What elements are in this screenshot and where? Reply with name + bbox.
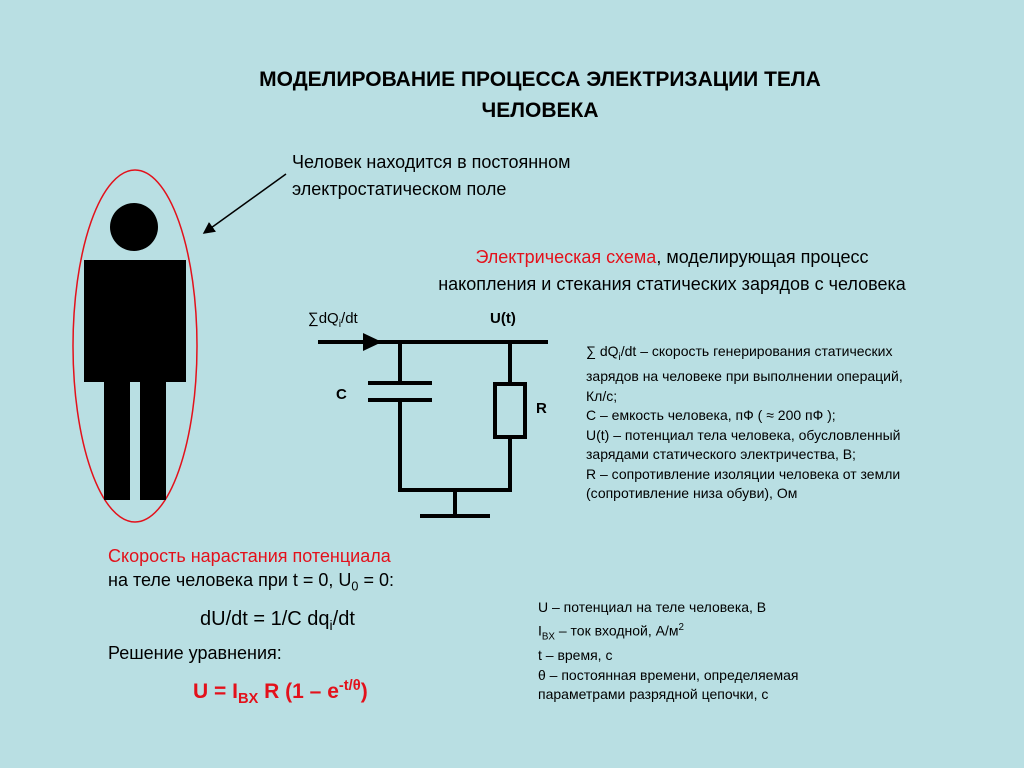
title-line-1: МОДЕЛИРОВАНИЕ ПРОЦЕССА ЭЛЕКТРИЗАЦИИ ТЕЛА <box>259 68 821 91</box>
legend-line-1-sub: i <box>618 351 621 363</box>
input-label-prefix: ∑dQ <box>308 310 339 327</box>
legend2-line-2-sup: 2 <box>678 621 684 633</box>
input-arrow-icon <box>363 333 382 351</box>
input-label-suffix: /dt <box>341 310 358 327</box>
legend2-line-2-sub: BX <box>541 630 555 642</box>
capacitor-label: C <box>336 386 347 403</box>
legend-line-1-prefix: ∑ dQ <box>586 343 619 359</box>
equation-solution-sup: -t/θ <box>338 678 361 694</box>
legend-line-5: U(t) – потенциал тела человека, обусловл… <box>586 426 901 443</box>
legend-line-2: зарядов на человеке при выполнении опера… <box>586 368 903 385</box>
legend2-line-2-prefix: I <box>538 622 542 639</box>
solution-label: Решение уравнения: <box>108 643 282 663</box>
pointer-arrow <box>202 173 287 234</box>
legend2-line-2: IBX – ток входной, А/м2 <box>538 618 938 647</box>
legend2-line-2-suffix: – ток входной, А/м <box>554 622 679 639</box>
rate-line-2-suffix: = 0: <box>358 570 394 590</box>
equation-rate: dU/dt = 1/C dqi/dt <box>200 608 355 633</box>
circuit-caption-rest: , моделирующая процесс <box>656 247 869 267</box>
input-label-sub: i <box>338 318 342 330</box>
circuit-caption-highlight: Электрическая схема <box>475 247 657 267</box>
equation-solution: U = IBX R (1 – e-t/θ) <box>193 678 368 707</box>
legend2-line-3: t – время, с <box>538 647 613 664</box>
human-figure-icon <box>84 203 186 500</box>
circuit-caption: Электрическая схема, моделирующая процес… <box>372 244 972 298</box>
legend-line-8: (сопротивление низа обуви), Ом <box>586 485 798 502</box>
equation-solution-middle: R (1 – e <box>258 680 339 703</box>
legend2-line-5: параметрами разрядной цепочки, с <box>538 686 769 703</box>
rate-line-2-prefix: на теле человека при t = 0, U <box>108 570 352 590</box>
human-ellipse <box>72 169 198 523</box>
circuit-caption-line-2: накопления и стекания статических зарядо… <box>438 274 906 294</box>
legend-line-4: С – емкость человека, пФ ( ≈ 200 пФ ); <box>586 407 836 424</box>
legend2-line-1: U – потенциал на теле человека, В <box>538 599 767 615</box>
circuit-legend: ∑ dQi/dt – скорость генерирования статич… <box>586 342 986 504</box>
equation-solution-suffix: ) <box>360 680 368 703</box>
voltage-label: U(t) <box>490 310 516 327</box>
rate-line-2: на теле человека при t = 0, U0 = 0: <box>108 568 488 599</box>
legend2-line-4: θ – постоянная времени, определяемая <box>538 666 799 683</box>
rate-line-2-sub: 0 <box>351 579 359 594</box>
equation-legend: U – потенциал на теле человека, В IBX – … <box>538 598 938 705</box>
rate-text: Скорость нарастания потенциала на теле ч… <box>108 544 488 599</box>
legend-line-3: Кл/с; <box>586 387 618 404</box>
equation-rate-prefix: dU/dt = 1/C dq <box>200 608 330 630</box>
equation-solution-sub: BX <box>237 691 259 708</box>
page-title: МОДЕЛИРОВАНИЕ ПРОЦЕССА ЭЛЕКТРИЗАЦИИ ТЕЛА… <box>200 64 880 126</box>
legend-line-1: ∑ dQi/dt – скорость генерирования статич… <box>586 342 986 367</box>
title-line-2: ЧЕЛОВЕКА <box>481 99 599 122</box>
human-caption-line-2: электростатическом поле <box>292 179 507 199</box>
human-caption-line-1: Человек находится в постоянном <box>292 152 571 172</box>
rate-line-1: Скорость нарастания потенциала <box>108 546 391 566</box>
legend-line-1-suffix: /dt – скорость генерирования статических <box>620 343 893 359</box>
legend-line-6: зарядами статического электричества, В; <box>586 446 856 463</box>
equation-rate-sub: i <box>329 617 333 633</box>
legend-line-7: R – сопротивление изоляции человека от з… <box>586 465 901 482</box>
equation-rate-suffix: /dt <box>332 608 355 630</box>
circuit-diagram <box>318 340 548 518</box>
human-caption: Человек находится в постоянном электрост… <box>292 149 570 203</box>
input-label: ∑dQi/dt <box>308 310 358 330</box>
equation-solution-prefix: U = I <box>193 680 238 703</box>
resistor-label: R <box>536 400 547 417</box>
